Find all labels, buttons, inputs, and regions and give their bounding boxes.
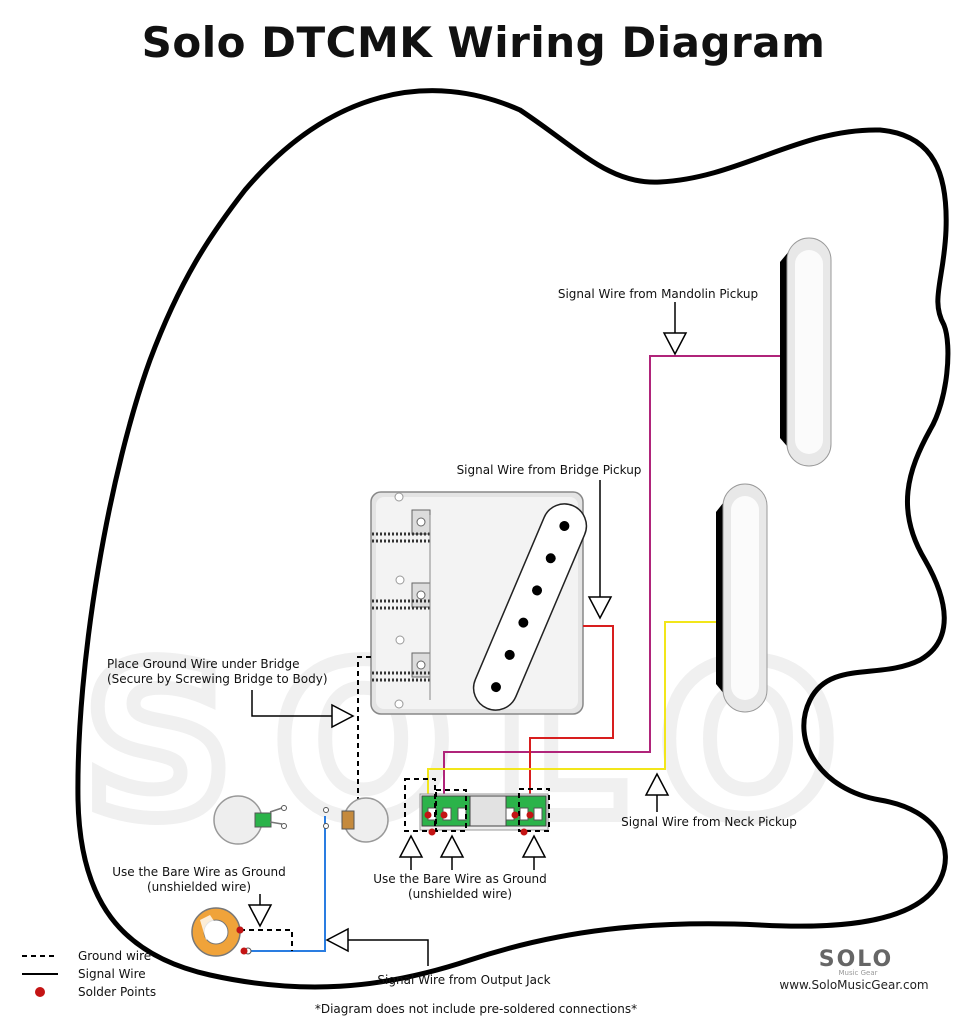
bridge-signal-label: Signal Wire from Bridge Pickup [457,463,642,477]
output-jack-arrow [325,927,429,966]
mandolin-arrow [662,302,688,356]
bare-ground-switch-label-line2: (unshielded wire) [408,887,512,901]
saddle [372,582,431,610]
solder-points [236,811,534,955]
mandolin-signal-label: Signal Wire from Mandolin Pickup [558,287,758,301]
output-jack-signal-label: Signal Wire from Output Jack [377,973,550,987]
bare-ground-left-label-line2: (unshielded wire) [147,880,251,894]
neck-pickup [716,483,768,713]
bridge-signal-wire [529,625,614,815]
output-signal-wire [248,816,326,952]
bridge-ground-wire [357,656,371,806]
legend-solder-label: Solder Points [78,985,156,999]
pickup-selector-switch [404,778,550,832]
legend: Ground wire Signal Wire Solder Points [22,949,156,999]
jack-ground-arrow [247,894,273,928]
brand-logo: SOLO Music Gear [819,947,893,977]
brand-tagline: Music Gear [838,969,877,977]
brand-url[interactable]: www.SoloMusicGear.com [779,978,928,992]
page-title: Solo DTCMK Wiring Diagram [141,18,826,67]
tone-pot [213,795,287,845]
bare-ground-left-label-line1: Use the Bare Wire as Ground [112,865,286,879]
switch-ground-arrows [398,834,547,870]
mandolin-signal-wire [443,355,780,815]
jack-ground-wire [240,929,293,951]
ground-bridge-label-line1: Place Ground Wire under Bridge [107,657,300,671]
bare-ground-switch-label-line1: Use the Bare Wire as Ground [373,872,547,886]
ground-bridge-label-line2: (Secure by Screwing Bridge to Body) [107,672,328,686]
volume-pot [323,797,389,843]
footnote: *Diagram does not include pre-soldered c… [315,1002,637,1016]
neck-arrow [644,772,670,812]
guitar-body-outline [75,88,951,990]
ground-bridge-arrow [251,690,355,729]
brand-name: SOLO [819,947,893,972]
mandolin-pickup [780,237,832,467]
legend-ground-label: Ground wire [78,949,151,963]
neck-signal-label: Signal Wire from Neck Pickup [621,815,797,829]
legend-signal-label: Signal Wire [78,967,146,981]
bridge-arrow [587,480,613,620]
legend-solder-swatch [35,987,45,997]
bridge-pickup [472,503,588,711]
neck-signal-wire [427,621,716,815]
